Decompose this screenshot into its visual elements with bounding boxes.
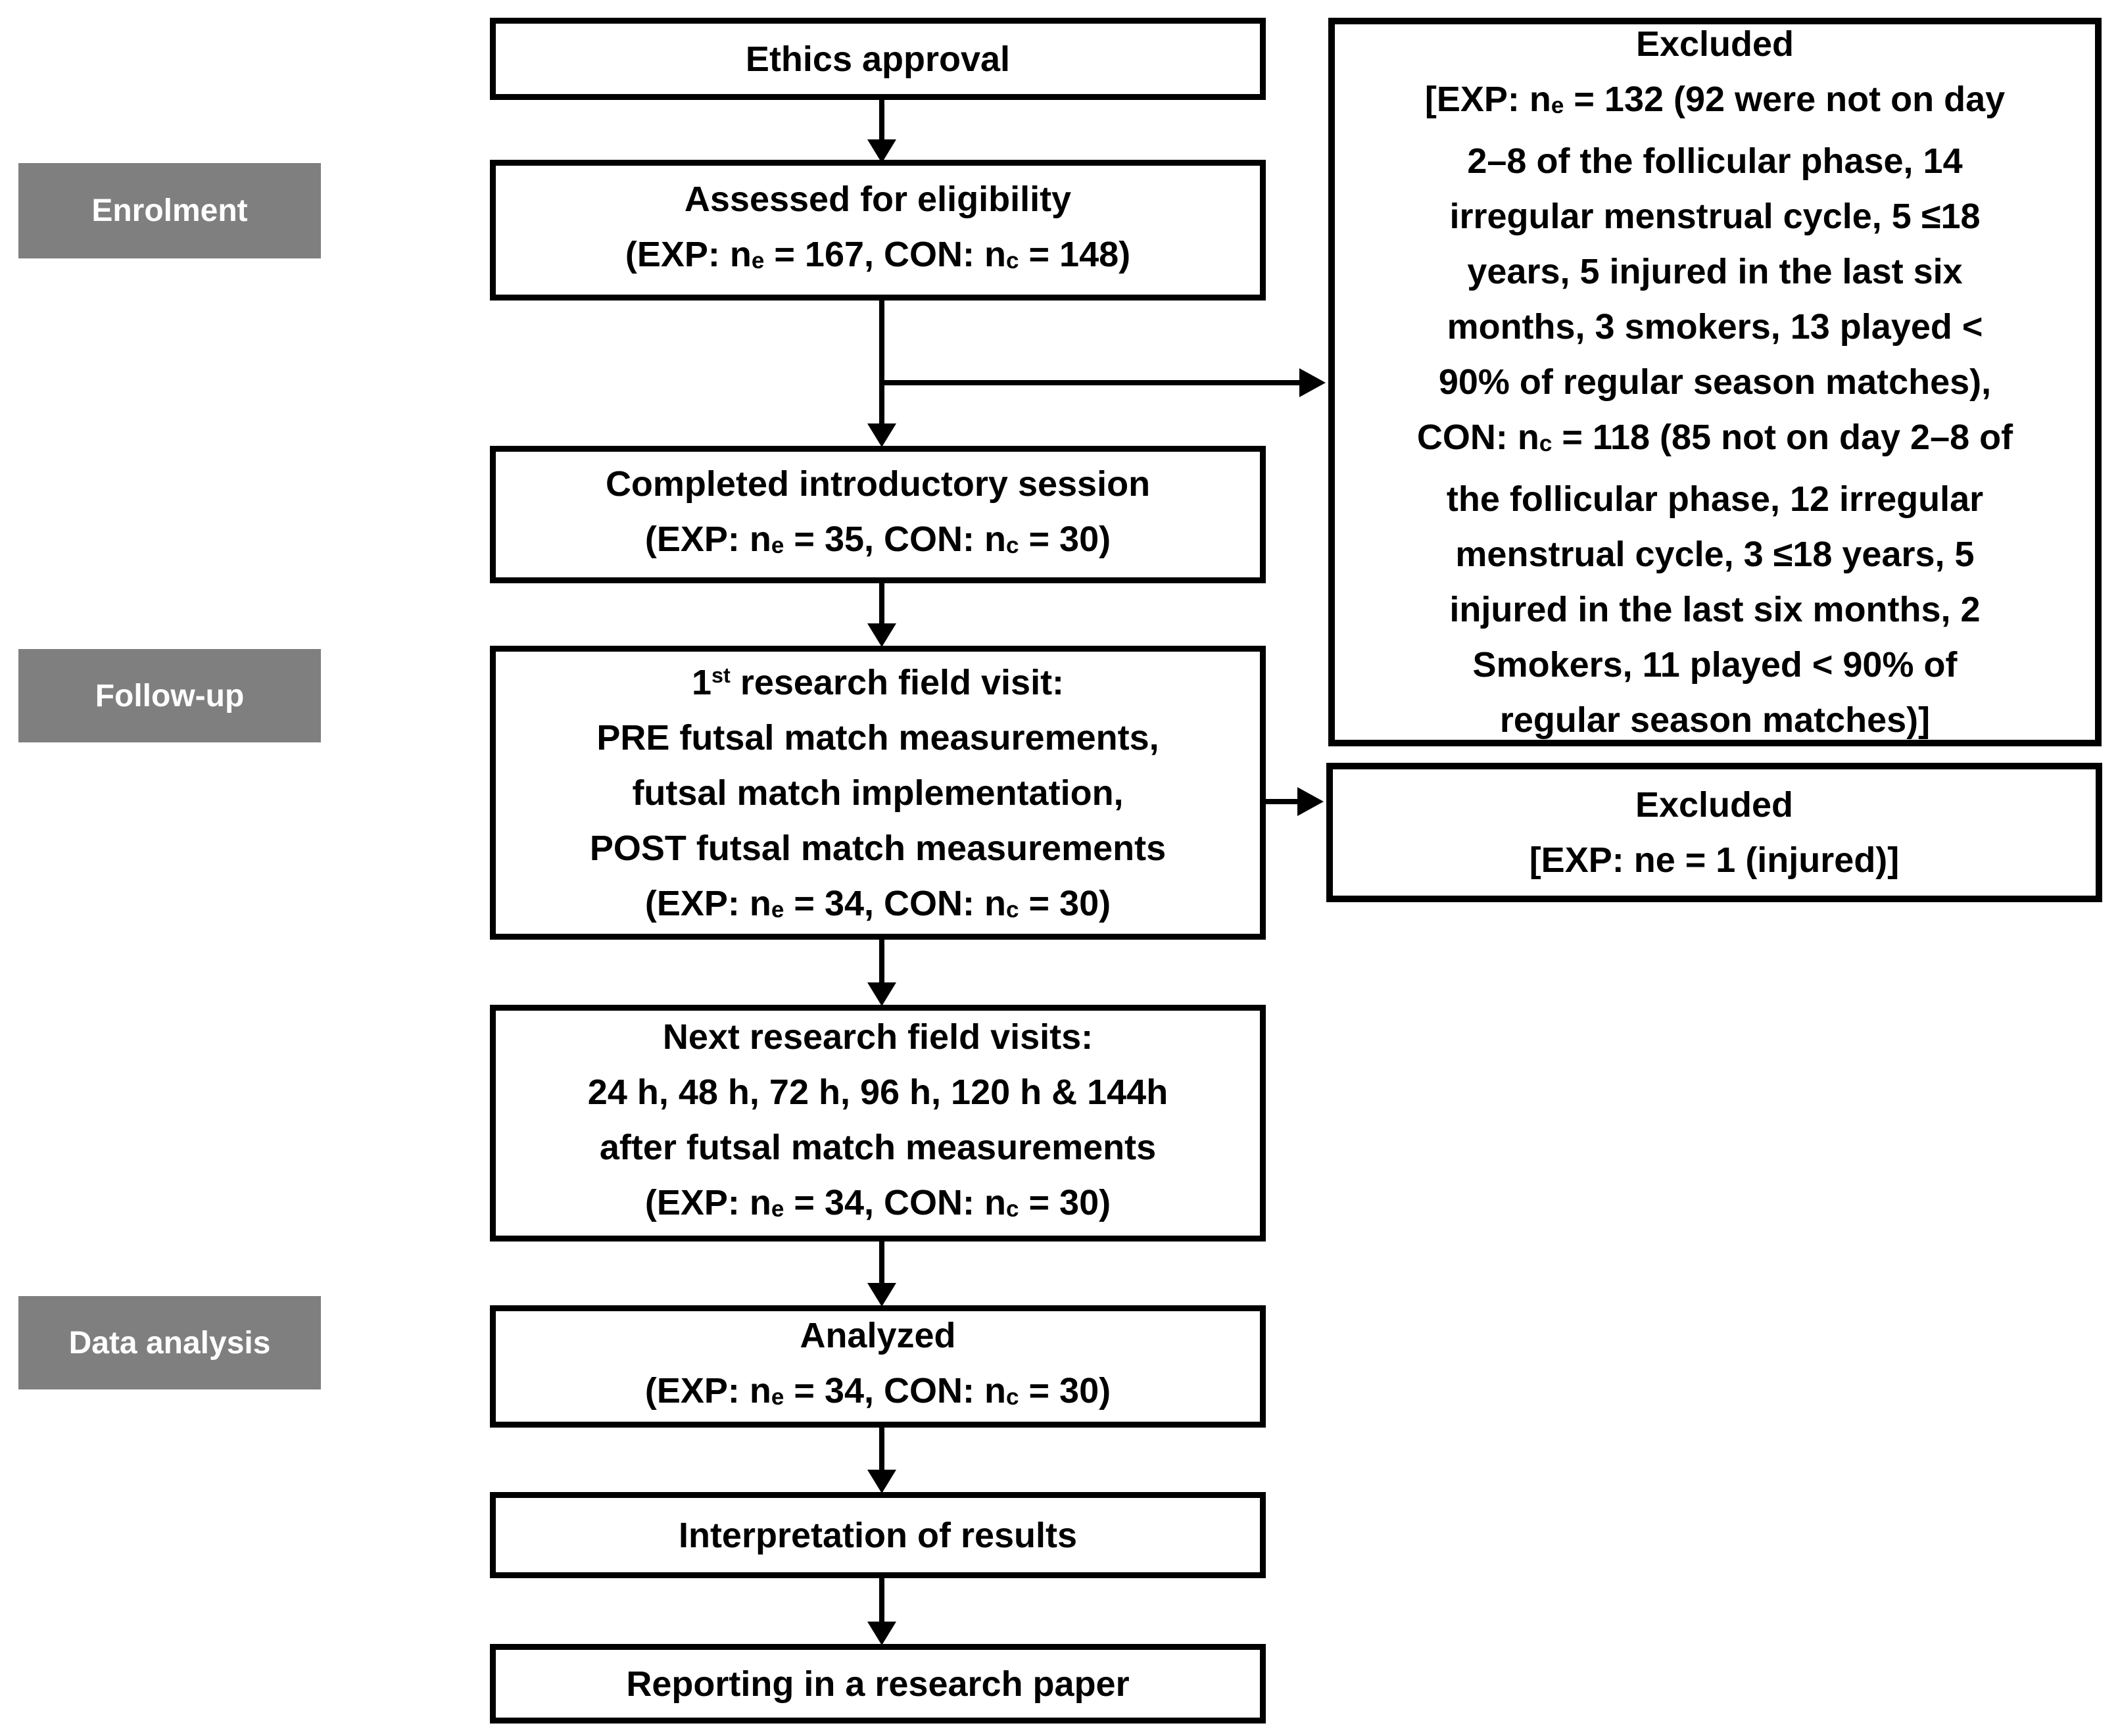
text-line: Interpretation of results xyxy=(678,1515,1078,1555)
text-line: Reporting in a research paper xyxy=(626,1664,1130,1704)
flow-box-assessed-for-eligibility: Assessed for eligibility (EXP: ne = 167, … xyxy=(490,160,1266,301)
stage-label-follow-up: Follow-up xyxy=(18,649,321,742)
flow-box-first-research-field-visit: 1st research field visit: PRE futsal matc… xyxy=(490,646,1266,940)
text-line: the follicular phase, 12 irregular xyxy=(1446,479,1984,519)
text-line: 90% of regular season matches), xyxy=(1438,362,1992,402)
arrow-first-visit-to-excluded-match xyxy=(1266,787,1324,816)
flow-box-completed-introductory-session: Completed introductory session (EXP: ne =… xyxy=(490,446,1266,583)
flow-box-excluded-after-match: Excluded [EXP: ne = 1 (injured)] xyxy=(1326,763,2102,902)
arrow-next-visits-to-analyzed xyxy=(867,1242,896,1307)
text-line: 2–8 of the follicular phase, 14 xyxy=(1467,141,1963,181)
text-line: months, 3 smokers, 13 played < xyxy=(1447,307,1983,347)
text-line: injured in the last six months, 2 xyxy=(1449,589,1981,629)
text-line: CON: nc = 118 (85 not on day 2–8 of xyxy=(1416,418,2013,457)
text-line: years, 5 injured in the last six xyxy=(1467,252,1963,291)
arrow-interpretation-to-reporting xyxy=(867,1578,896,1645)
flow-box-excluded-screening: Excluded [EXP: ne = 132 (92 were not on d… xyxy=(1328,18,2102,746)
text-line: [EXP: ne = 132 (92 were not on day xyxy=(1424,80,2006,120)
text-line: (EXP: ne = 35, CON: nc = 30) xyxy=(644,519,1111,559)
text-line: (EXP: ne = 34, CON: nc = 30) xyxy=(644,1371,1111,1411)
text-line: Analyzed xyxy=(800,1316,956,1356)
text-line: (EXP: ne = 167, CON: nc = 148) xyxy=(625,235,1131,275)
text-line: menstrual cycle, 3 ≤18 years, 5 xyxy=(1455,534,1975,574)
text-line: Completed introductory session xyxy=(605,464,1151,504)
text-line: irregular menstrual cycle, 5 ≤18 xyxy=(1449,197,1981,236)
text-line: 1st research field visit: xyxy=(691,663,1065,703)
arrow-assessed-to-completed xyxy=(867,301,896,447)
text-line: Smokers, 11 played < 90% of xyxy=(1472,644,1958,685)
text-line: 24 h, 48 h, 72 h, 96 h, 120 h & 144h xyxy=(587,1073,1168,1113)
stage-label-enrolment: Enrolment xyxy=(18,163,321,258)
arrow-branch-to-excluded-screening xyxy=(879,368,1326,397)
text-line: Ethics approval xyxy=(745,39,1011,79)
text-line: Excluded xyxy=(1635,785,1794,825)
flow-box-analyzed: Analyzed (EXP: ne = 34, CON: nc = 30) xyxy=(490,1305,1266,1428)
flow-box-reporting-in-research-paper: Reporting in a research paper xyxy=(490,1644,1266,1724)
flow-box-ethics-approval: Ethics approval xyxy=(490,18,1266,100)
text-line: PRE futsal match measurements, xyxy=(596,718,1159,758)
text-line: (EXP: ne = 34, CON: nc = 30) xyxy=(644,1183,1111,1223)
arrow-ethics-to-assessed xyxy=(867,100,896,163)
flow-box-next-research-field-visits: Next research field visits: 24 h, 48 h, 7… xyxy=(490,1005,1266,1242)
stage-label-data-analysis: Data analysis xyxy=(18,1296,321,1389)
arrow-completed-to-first-visit xyxy=(867,583,896,647)
text-line: POST futsal match measurements xyxy=(589,829,1167,869)
text-line: regular season matches)] xyxy=(1499,700,1931,740)
text-line: after futsal match measurements xyxy=(599,1128,1157,1168)
text-line: [EXP: ne = 1 (injured)] xyxy=(1529,840,1900,880)
text-line: Next research field visits: xyxy=(662,1017,1094,1057)
flow-box-interpretation-of-results: Interpretation of results xyxy=(490,1492,1266,1578)
text-line: (EXP: ne = 34, CON: nc = 30) xyxy=(644,884,1111,924)
text-line: Excluded xyxy=(1635,24,1794,64)
arrow-first-visit-to-next-visits xyxy=(867,940,896,1006)
text-line: futsal match implementation, xyxy=(632,773,1124,813)
text-line: Assessed for eligibility xyxy=(684,180,1072,220)
arrow-analyzed-to-interpretation xyxy=(867,1428,896,1493)
